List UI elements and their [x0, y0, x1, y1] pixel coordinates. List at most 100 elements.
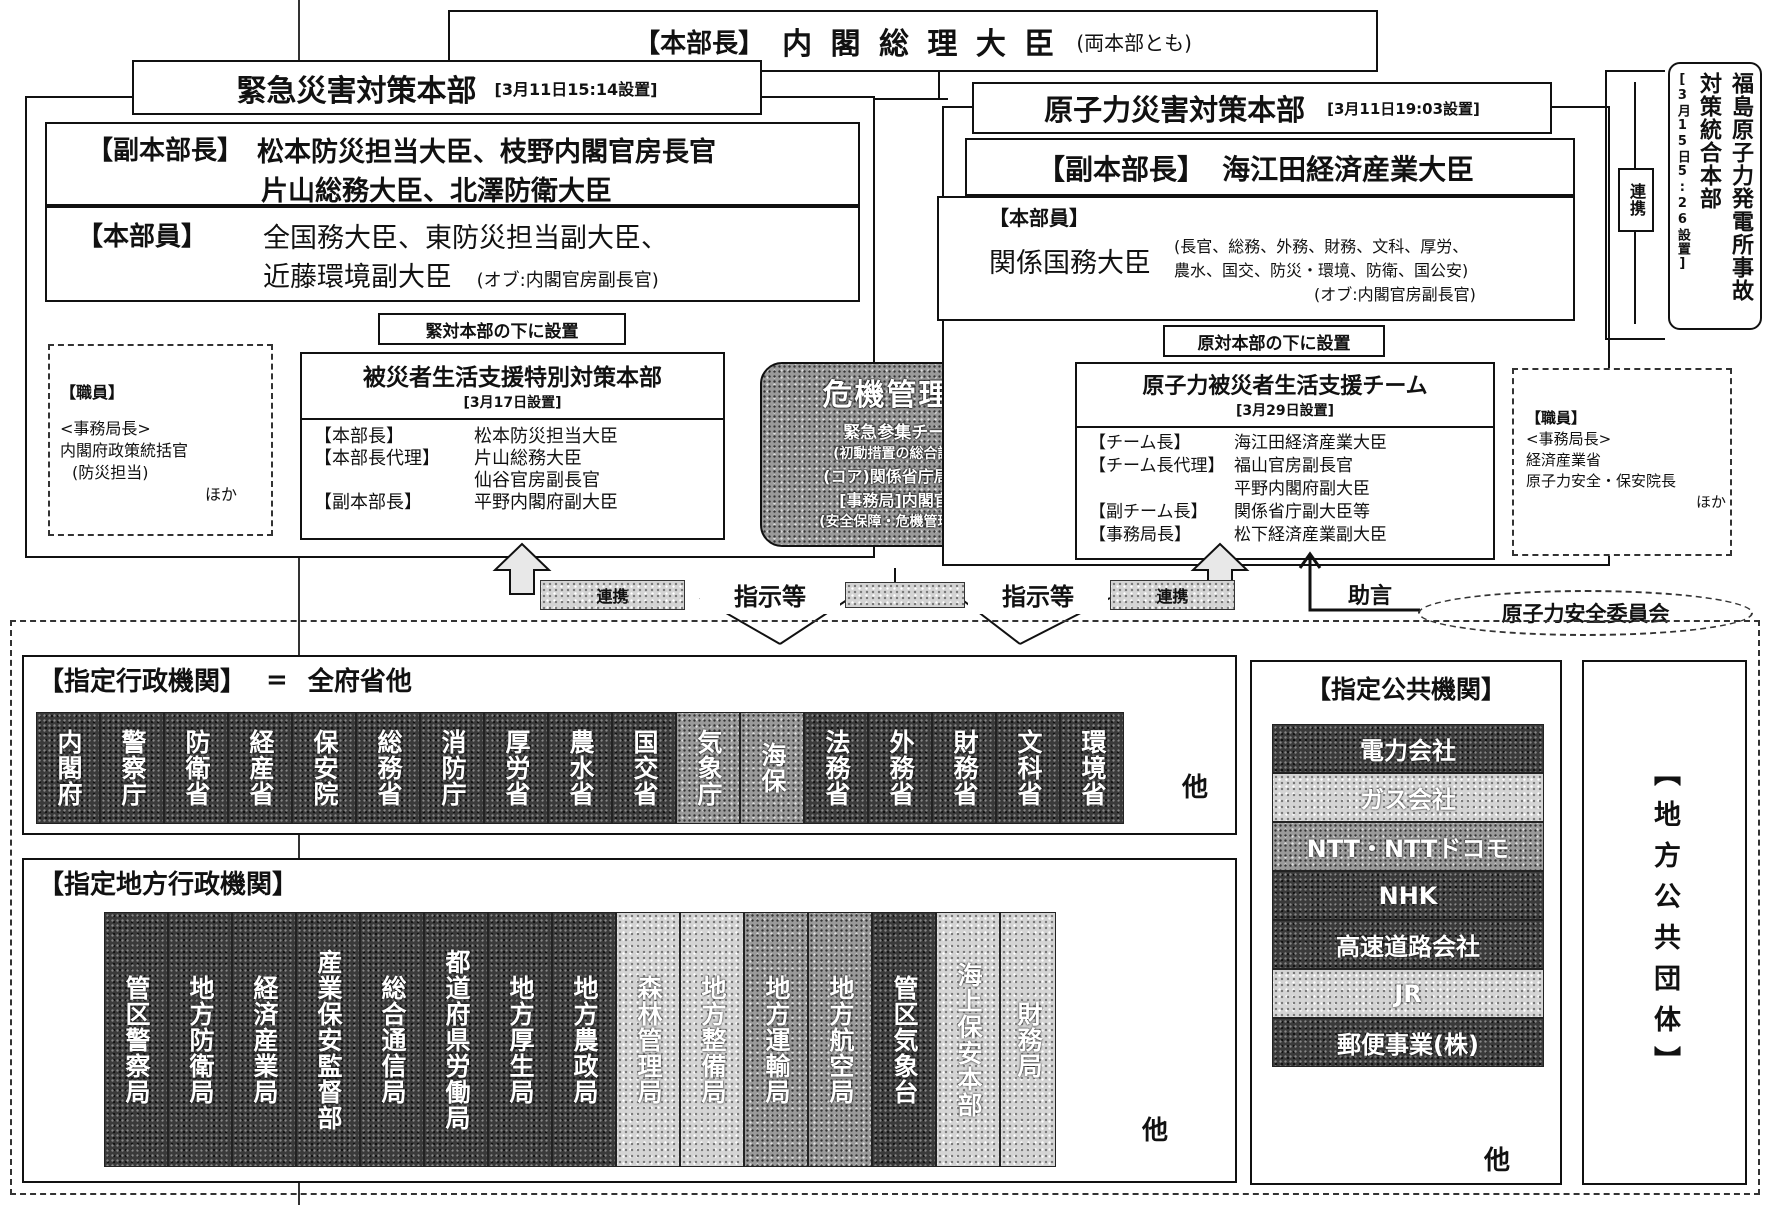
admin-org-label: 外務省 — [886, 729, 915, 807]
emergency-staff-line2: 内閣府政策統括官 — [60, 441, 189, 460]
nuclear-team-key — [1089, 478, 1234, 501]
nuclear-staff-box: 【職員】 <事務局長> 経済産業省 原子力安全・保安院長 ほか — [1512, 368, 1732, 556]
emergency-vice-label: 【副本部長】 — [87, 136, 244, 166]
shiji-right-text: 指示等 — [1002, 582, 1074, 611]
admin-org-label: 環境省 — [1078, 729, 1107, 807]
admin-org-cell: 警察庁 — [100, 712, 164, 824]
emergency-member-line1: 全国務大臣、東防災担当副大臣、 — [263, 223, 669, 254]
public-org-cell: JR — [1272, 969, 1544, 1018]
local-org-label: 総合通信局 — [378, 974, 407, 1105]
public-org-label: 高速道路会社 — [1336, 933, 1480, 961]
local-org-cell: 地方農政局 — [552, 912, 616, 1167]
advice-arrow — [1298, 551, 1420, 612]
admin-org-list: 内閣府 警察庁 防衛省 経産省 保安院 総務省 消防庁 厚労省 農水省 国交省 … — [36, 712, 1124, 824]
victim-support-value: 平野内閣府副大臣 — [474, 492, 618, 513]
link-line — [1634, 232, 1636, 324]
emergency-staff-line4: ほか — [205, 485, 238, 504]
emergency-member-box: 【本部員】 全国務大臣、東防災担当副大臣、 近藤環境副大臣 (オブ:内閣官房副長… — [45, 206, 860, 302]
emergency-member-line2: 近藤環境副大臣 — [263, 262, 453, 293]
shiji-left-text: 指示等 — [734, 582, 806, 611]
renkei-left-text: 連携 — [596, 587, 629, 606]
nuclear-staff-line3: 原子力安全・保安院長 — [1526, 472, 1677, 490]
nuclear-team-date: [3月29日設置] — [1235, 403, 1335, 419]
fukushima-date: [3月15日5:26設置] — [1674, 72, 1690, 272]
admin-org-cell: 海保 — [740, 712, 804, 824]
public-org-cell: NHK — [1272, 871, 1544, 920]
nuclear-hq-title: 原子力災害対策本部 [3月11日19:03設置] — [972, 82, 1552, 134]
local-org-cell: 財務局 — [1000, 912, 1056, 1167]
advice-label: 助言 — [1325, 576, 1415, 612]
head-label: 【本部長】 — [634, 28, 765, 59]
local-org-label: 経済産業局 — [250, 974, 279, 1105]
nuclear-member-list1: (長官、総務、外務、財務、文科、厚労、 — [1174, 237, 1469, 256]
nuclear-member-note: (オブ:内閣官房副長官) — [1314, 285, 1476, 304]
nuclear-team-key: 【チーム長代理】 — [1089, 456, 1225, 476]
public-org-label: JR — [1394, 979, 1422, 1008]
local-org-cell: 総合通信局 — [360, 912, 424, 1167]
public-org-label: NHK — [1378, 881, 1438, 910]
nuclear-under-text: 原対本部の下に設置 — [1197, 333, 1351, 354]
local-org-label: 海上保安本部 — [954, 961, 983, 1118]
admin-org-label: 文科省 — [1014, 729, 1043, 807]
guide-line — [298, 0, 300, 1205]
connector-line — [938, 72, 940, 100]
nuclear-member-list2: 農水、国交、防災・環境、防衛、国公安) — [1174, 261, 1469, 280]
link-badge: 連携 — [1618, 168, 1654, 232]
emergency-date: [3月11日15:14設置] — [494, 79, 658, 99]
victim-support-box: 被災者生活支援特別対策本部 [3月17日設置] 【本部長】松本防災担当大臣 【本… — [300, 352, 725, 540]
emergency-vice-box: 【副本部長】 松本防災担当大臣、枝野内閣官房長官 片山総務大臣、北澤防衛大臣 — [45, 122, 860, 207]
local-org-label: 地方整備局 — [698, 974, 727, 1105]
public-org-cell: 郵便事業(株) — [1272, 1018, 1544, 1067]
designated-public-other: 他 — [1484, 1146, 1511, 1176]
local-org-cell: 管区気象台 — [872, 912, 936, 1167]
emergency-hq-title: 緊急災害対策本部 [3月11日15:14設置] — [132, 60, 762, 115]
crisis-line4: [事務局]内閣官房 — [839, 491, 966, 510]
local-org-cell: 経済産業局 — [232, 912, 296, 1167]
nuclear-team-title: 原子力被災者生活支援チーム — [1142, 374, 1428, 399]
designated-admin-sub: 全府省他 — [307, 667, 412, 697]
local-org-cell: 森林管理局 — [616, 912, 680, 1167]
nuclear-team-key: 【副チーム長】 — [1089, 502, 1208, 522]
head-name: 内 閣 総 理 大 臣 — [782, 27, 1059, 62]
nuclear-member-box: 【本部員】 関係国務大臣 (長官、総務、外務、財務、文科、厚労、 農水、国交、防… — [937, 196, 1575, 321]
admin-org-label: 気象庁 — [694, 729, 723, 807]
designated-local-other: 他 — [1142, 1116, 1169, 1146]
public-org-cell: 電力会社 — [1272, 724, 1544, 773]
admin-org-cell: 国交省 — [612, 712, 676, 824]
victim-support-value: 片山総務大臣 — [474, 448, 582, 469]
designated-admin-box: 【指定行政機関】 = 全府省他 内閣府 警察庁 防衛省 経産省 保安院 総務省 … — [22, 655, 1237, 835]
nuclear-staff-line1: <事務局長> — [1526, 430, 1612, 448]
local-org-label: 地方航空局 — [826, 974, 855, 1105]
up-arrow — [492, 542, 552, 595]
admin-org-cell: 消防庁 — [420, 712, 484, 824]
link-line — [1634, 82, 1636, 168]
emergency-staff-box: 【職員】 <事務局長> 内閣府政策統括官 (防災担当) ほか — [48, 344, 273, 536]
local-org-label: 管区警察局 — [122, 974, 151, 1105]
nuclear-team-value: 平野内閣府副大臣 — [1234, 479, 1370, 499]
admin-org-label: 警察庁 — [118, 729, 147, 807]
nuclear-staff-label: 【職員】 — [1526, 409, 1587, 427]
nuclear-team-value: 松下経済産業副大臣 — [1234, 525, 1387, 545]
emergency-member-label: 【本部員】 — [77, 222, 208, 252]
admin-org-cell: 法務省 — [804, 712, 868, 824]
admin-org-label: 防衛省 — [182, 729, 211, 807]
safety-commission: 原子力安全委員会 — [1418, 590, 1753, 636]
admin-org-label: 消防庁 — [438, 729, 467, 807]
admin-org-label: 保安院 — [310, 729, 339, 807]
victim-support-date: [3月17日設置] — [463, 395, 562, 411]
renkei-right: 連携 — [1110, 580, 1235, 610]
local-org-cell: 地方運輸局 — [744, 912, 808, 1167]
fukushima-hq-box: 福島原子力発電所事故対策統合本部 [3月15日5:26設置] — [1668, 62, 1762, 330]
emergency-staff-line3: (防災担当) — [72, 463, 149, 482]
victim-support-value: 松本防災担当大臣 — [474, 426, 618, 447]
designated-local-box: 【指定地方行政機関】 管区警察局 地方防衛局 経済産業局 産業保安監督部 総合通… — [22, 858, 1237, 1183]
nuclear-team-key: 【チーム長】 — [1089, 433, 1191, 453]
nuclear-staff-line2: 経済産業省 — [1526, 451, 1602, 469]
admin-org-cell: 経産省 — [228, 712, 292, 824]
admin-org-cell: 財務省 — [932, 712, 996, 824]
admin-org-label: 経産省 — [246, 729, 275, 807]
emergency-staff-label: 【職員】 — [60, 383, 125, 402]
victim-support-key: 【副本部長】 — [314, 492, 422, 513]
public-org-label: NTT・NTTドコモ — [1306, 835, 1510, 863]
crisis-line1: 緊急参集チーム — [843, 423, 962, 443]
